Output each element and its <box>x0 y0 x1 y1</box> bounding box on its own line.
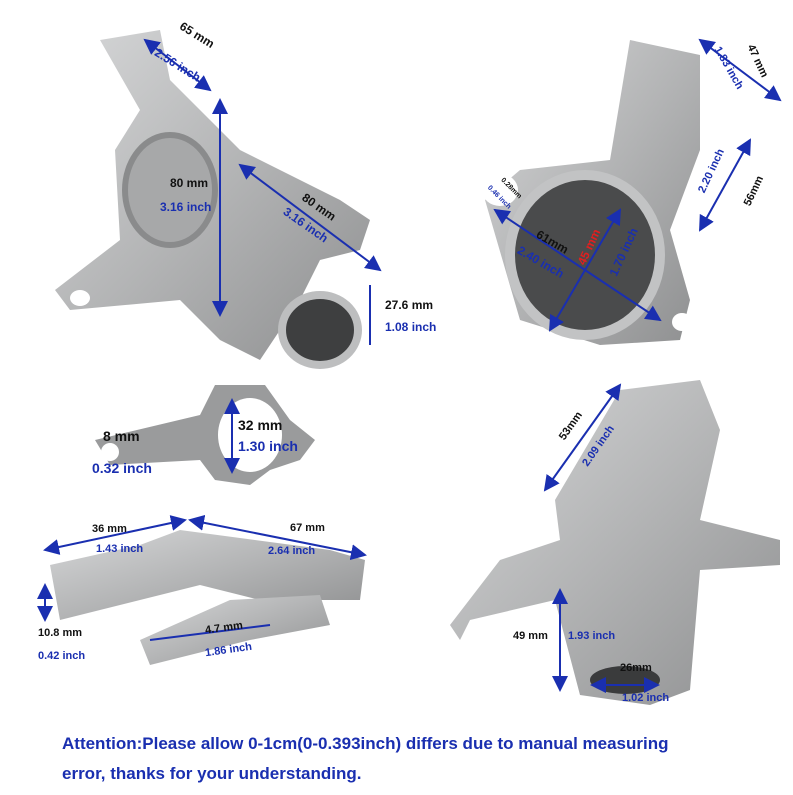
dim-mm: 67 mm <box>290 522 325 534</box>
gasket <box>95 385 315 485</box>
dim-inch: 1.93 inch <box>568 630 616 642</box>
dim-mm: 49 mm <box>513 630 548 642</box>
bottom-left-pipe <box>37 514 367 665</box>
dim-mm: 10.8 mm <box>38 627 83 639</box>
top-left-housing <box>55 30 382 369</box>
bottom-right-housing <box>450 380 780 705</box>
attention-note-line-2: error, thanks for your understanding. <box>62 764 362 783</box>
dim-mm: 36 mm <box>92 523 127 535</box>
dim-mm: 27.6 mm <box>385 298 434 312</box>
dim-inch: 1.30 inch <box>238 438 298 454</box>
attention-note-line-1: Attention:Please allow 0-1cm(0-0.393inch… <box>62 734 669 753</box>
dim-mm: 80 mm <box>170 176 209 190</box>
dim-mm: 26mm <box>620 662 652 674</box>
dim-inch: 0.32 inch <box>92 460 152 476</box>
dim-inch: 1.08 inch <box>385 320 437 334</box>
dim-inch: 1.02 inch <box>622 692 670 704</box>
dim-inch: 1.43 inch <box>96 543 144 555</box>
dim-mm: 8 mm <box>103 428 140 444</box>
top-right-housing <box>482 38 782 345</box>
dim-inch: 0.42 inch <box>38 650 86 662</box>
dim-mm: 32 mm <box>238 417 283 433</box>
dim-inch: 2.64 inch <box>268 545 316 557</box>
dim-inch: 3.16 inch <box>160 200 212 214</box>
